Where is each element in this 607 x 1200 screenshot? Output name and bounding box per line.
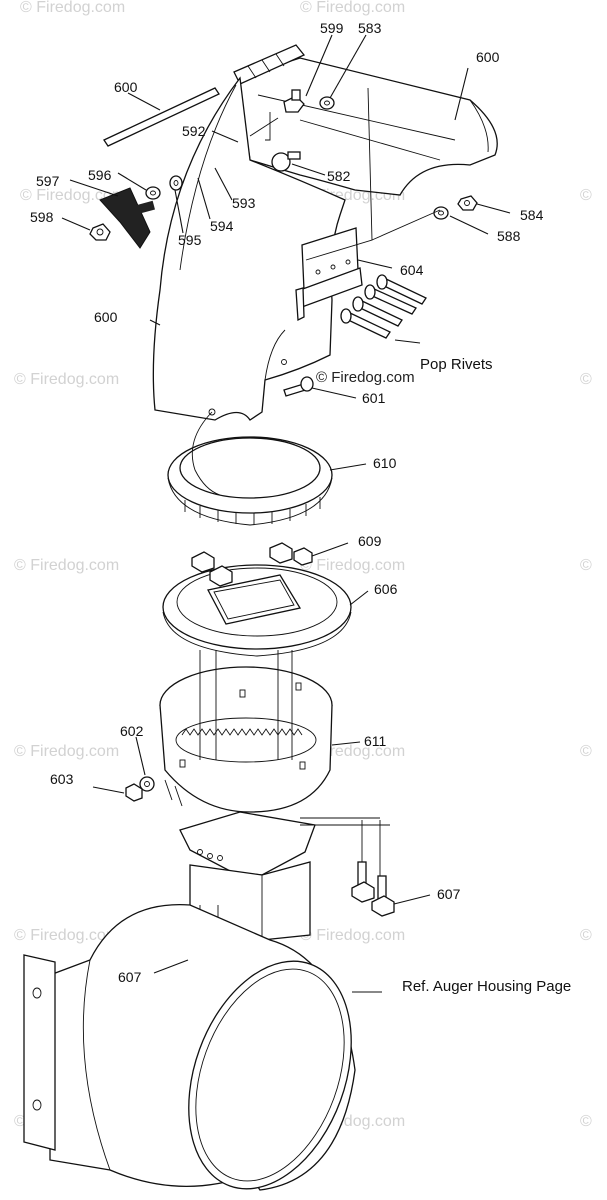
auger-housing-note: Ref. Auger Housing Page xyxy=(402,978,571,995)
pin-rod xyxy=(103,87,220,147)
callout-610: 610 xyxy=(373,455,397,471)
nut-603 xyxy=(125,783,143,802)
ring-610 xyxy=(167,436,333,526)
watermark: © Firedog.com xyxy=(14,557,119,574)
watermark: © Firedog.com xyxy=(300,0,405,16)
lower-plate xyxy=(179,811,390,880)
upper-chute xyxy=(152,76,346,421)
auger-housing-elbow xyxy=(23,903,356,1191)
watermark: © Firedog.com xyxy=(14,743,119,760)
callout-593: 593 xyxy=(232,195,256,211)
callout-588: 588 xyxy=(497,228,521,244)
callout-583: 583 xyxy=(358,20,382,36)
bracket-604 xyxy=(295,227,363,322)
callout-594: 594 xyxy=(210,218,234,234)
watermark: © Firedog.com xyxy=(300,927,405,944)
callout-607: 607 xyxy=(437,886,461,902)
watermark: © xyxy=(580,743,592,760)
brand-mark: © Firedog.com xyxy=(316,369,415,386)
watermark: © Firedog.com xyxy=(20,0,125,16)
bolt-601 xyxy=(283,376,314,397)
cable-line xyxy=(191,411,221,496)
plate-606 xyxy=(162,564,352,657)
callout-600: 600 xyxy=(94,309,118,325)
washer-602 xyxy=(139,776,155,792)
watermark: © xyxy=(580,927,592,944)
pop-rivets xyxy=(340,274,427,339)
watermark: © Firedog.com xyxy=(20,187,125,204)
callout-598: 598 xyxy=(30,209,54,225)
callout-604: 604 xyxy=(400,262,424,278)
callout-596: 596 xyxy=(88,167,112,183)
watermark: © Firedog.com xyxy=(300,557,405,574)
bolts-607-right xyxy=(351,861,395,917)
leader-lines xyxy=(61,34,511,993)
watermark: © xyxy=(580,371,592,388)
callout-606: 606 xyxy=(374,581,398,597)
callout-599: 599 xyxy=(320,20,344,36)
callout-609: 609 xyxy=(358,533,382,549)
watermark: © Firedog.com xyxy=(14,927,119,944)
nut-584 xyxy=(457,195,478,211)
callout-595: 595 xyxy=(178,232,202,248)
callout-600: 600 xyxy=(114,79,138,95)
nuts-609 xyxy=(191,542,313,587)
callout-592: 592 xyxy=(182,123,206,139)
callout-584: 584 xyxy=(520,207,544,223)
callout-607: 607 xyxy=(118,969,142,985)
callout-611: 611 xyxy=(364,733,387,749)
watermark: © Firedog.com xyxy=(14,371,119,388)
callout-601: 601 xyxy=(362,390,386,406)
washer-588 xyxy=(433,206,449,220)
callout-597: 597 xyxy=(36,173,60,189)
watermark: © xyxy=(580,1113,592,1130)
pop-rivets-note: Pop Rivets xyxy=(420,356,493,373)
callout-603: 603 xyxy=(50,771,74,787)
callout-600: 600 xyxy=(476,49,500,65)
adjust-knob xyxy=(99,187,155,249)
callout-582: 582 xyxy=(327,168,351,184)
callout-602: 602 xyxy=(120,723,144,739)
callout-labels: 600 599 583 600 592 582 597 596 593 594 … xyxy=(30,20,571,995)
gear-ring-611 xyxy=(159,650,333,813)
chute-deflector xyxy=(237,57,498,196)
watermark: © xyxy=(580,187,592,204)
nut-598 xyxy=(89,223,111,241)
watermark: © xyxy=(580,557,592,574)
